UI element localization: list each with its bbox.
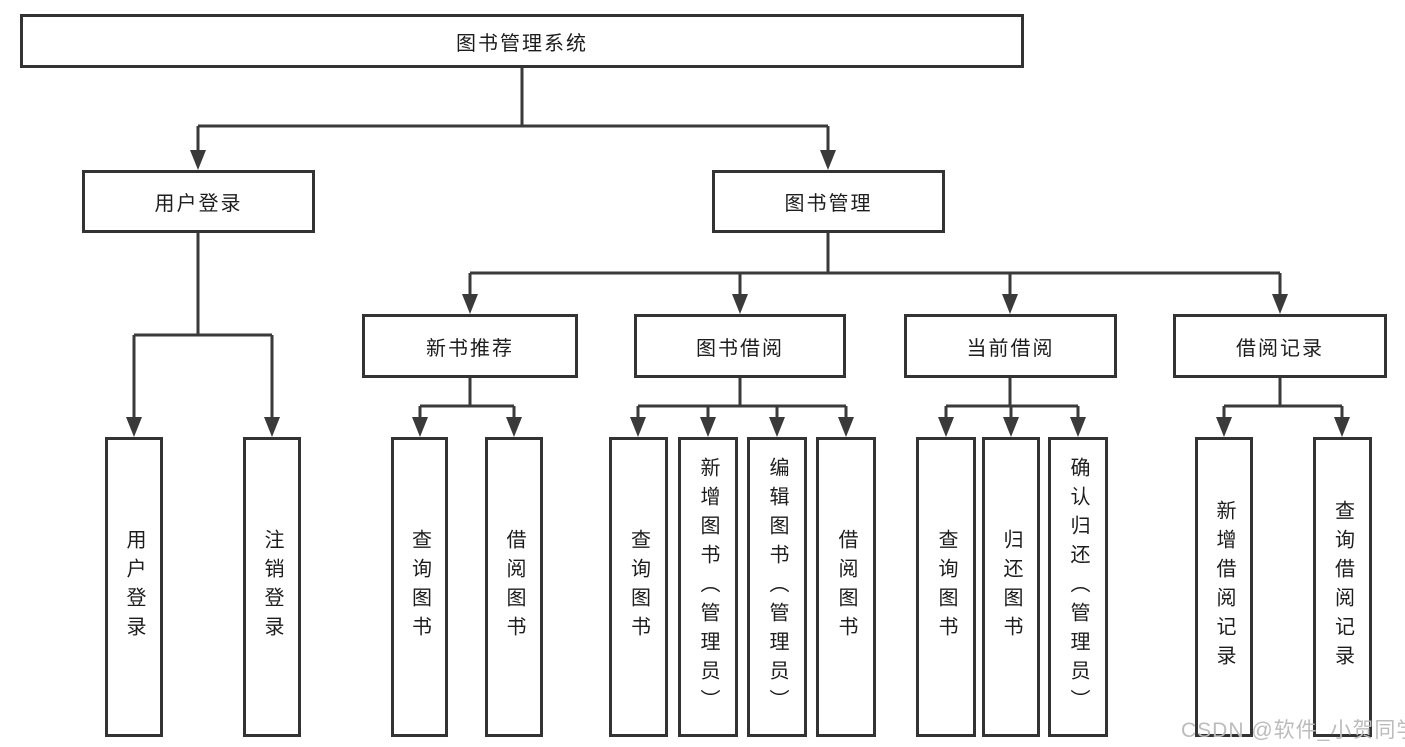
leaf-query-borrow-record: 查询借阅记录	[1313, 437, 1372, 737]
leaf-borrow-book-recommend: 借阅图书	[485, 437, 543, 737]
node-root: 图书管理系统	[20, 14, 1024, 68]
leaf-query-book-current-label: 查询图书	[935, 529, 957, 645]
leaf-query-book-recommend-label: 查询图书	[408, 529, 431, 645]
leaf-query-book-current: 查询图书	[916, 437, 976, 737]
leaf-add-borrow-record-label: 新增借阅记录	[1213, 500, 1235, 674]
leaf-confirm-return-admin-label: 确认归还（管理员）	[1067, 456, 1089, 718]
node-book-borrow-label: 图书借阅	[696, 337, 784, 360]
leaf-logout: 注销登录	[243, 437, 301, 737]
leaf-query-book-recommend: 查询图书	[391, 437, 448, 737]
node-book-borrow: 图书借阅	[634, 314, 846, 378]
node-user-login-label: 用户登录	[154, 193, 243, 215]
node-book-management: 图书管理	[712, 170, 945, 233]
node-user-login: 用户登录	[82, 170, 315, 233]
node-current-borrow-label: 当前借阅	[966, 337, 1055, 360]
leaf-borrow-book: 借阅图书	[816, 437, 876, 737]
leaf-confirm-return-admin: 确认归还（管理员）	[1048, 437, 1108, 737]
node-borrow-records-label: 借阅记录	[1236, 337, 1324, 360]
node-root-label: 图书管理系统	[456, 32, 588, 55]
node-current-borrow: 当前借阅	[904, 314, 1117, 378]
leaf-user-login: 用户登录	[105, 437, 163, 737]
leaf-query-borrow-record-label: 查询借阅记录	[1331, 500, 1354, 674]
leaf-user-login-label: 用户登录	[123, 529, 145, 645]
node-new-book-recommend-label: 新书推荐	[426, 337, 514, 360]
node-book-management-label: 图书管理	[784, 193, 873, 215]
arrowheads	[126, 150, 1350, 437]
leaf-return-book-label: 归还图书	[1000, 529, 1022, 645]
leaf-add-book-admin-label: 新增图书（管理员）	[697, 456, 719, 718]
leaf-query-book-borrow: 查询图书	[609, 437, 668, 737]
leaf-borrow-book-recommend-label: 借阅图书	[503, 529, 525, 645]
node-borrow-records: 借阅记录	[1173, 314, 1387, 378]
leaf-borrow-book-label: 借阅图书	[835, 529, 857, 645]
leaf-add-borrow-record: 新增借阅记录	[1195, 437, 1253, 737]
leaf-add-book-admin: 新增图书（管理员）	[678, 437, 738, 737]
leaf-edit-book-admin: 编辑图书（管理员）	[747, 437, 807, 737]
leaf-return-book: 归还图书	[982, 437, 1040, 737]
node-new-book-recommend: 新书推荐	[362, 314, 578, 378]
leaf-logout-label: 注销登录	[261, 529, 283, 645]
leaf-query-book-borrow-label: 查询图书	[627, 529, 650, 645]
csdn-watermark: CSDN @软件_小贺同学	[1181, 719, 1405, 742]
leaf-edit-book-admin-label: 编辑图书（管理员）	[766, 456, 788, 718]
